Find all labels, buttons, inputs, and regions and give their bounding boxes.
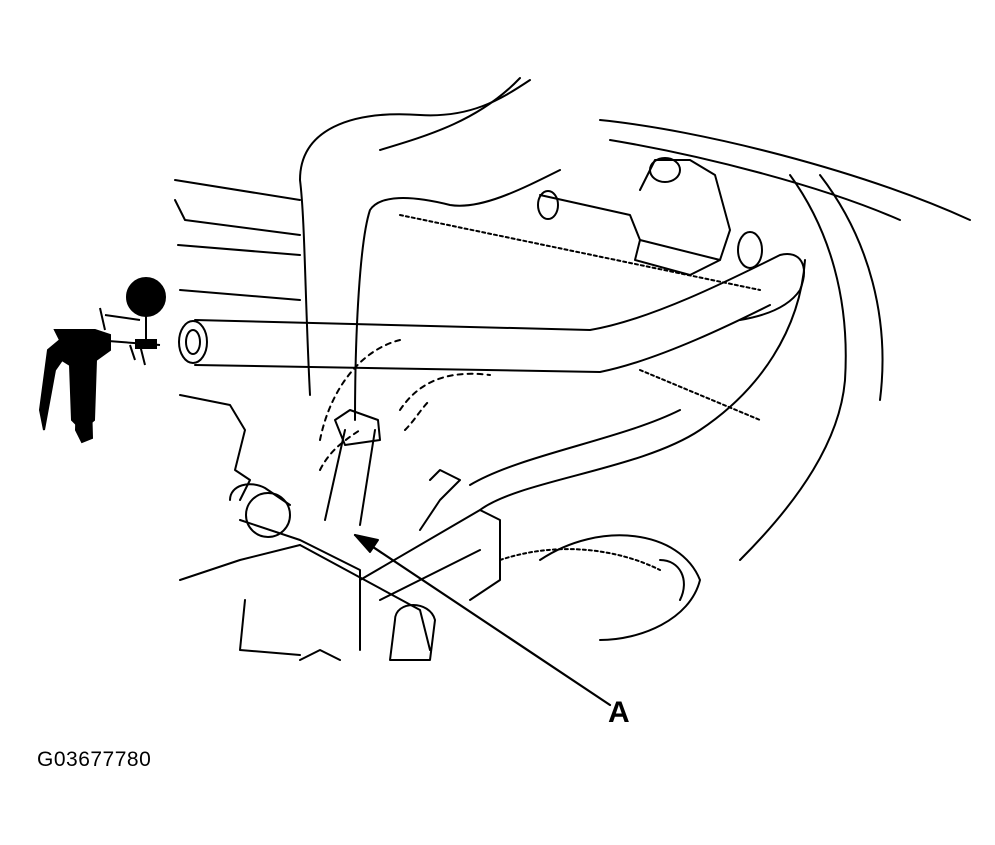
valve-port	[738, 232, 762, 268]
body-panel-outline	[380, 78, 970, 220]
vacuum-pump-tool	[40, 278, 165, 442]
vacuum-gauge-dial	[127, 278, 165, 316]
hidden-hose-dashed	[320, 340, 490, 470]
valve-inlet	[538, 191, 558, 219]
vertical-hose	[300, 80, 560, 420]
hose-open-end	[179, 321, 207, 363]
lower-engine-outline	[180, 545, 340, 660]
callout-arrowhead	[355, 535, 378, 552]
main-vacuum-hose	[195, 254, 804, 372]
serrated-belt-lower	[500, 549, 660, 570]
port-fitting	[325, 410, 380, 525]
lower-hose	[470, 260, 805, 510]
vacuum-pump-body	[40, 330, 110, 430]
callout-label-a: A	[608, 696, 630, 729]
pulley-housing	[540, 535, 700, 640]
manifold-flange	[390, 605, 435, 660]
check-valve	[540, 160, 730, 275]
hose-open-end-inner	[186, 330, 200, 354]
figure-id: G03677780	[37, 748, 152, 771]
vacuum-pump-coupler	[136, 340, 156, 348]
serrated-belt-upper	[400, 215, 760, 290]
valve-cap	[650, 158, 680, 182]
callout-leader-line	[355, 535, 610, 705]
vacuum-pump-nozzle	[95, 308, 160, 365]
vacuum-pump-grip	[76, 360, 92, 442]
serrated-belt-middle	[640, 370, 760, 420]
engine-block-outline	[175, 180, 300, 500]
manifold-boss	[246, 493, 290, 537]
manifold-body	[230, 470, 500, 650]
right-frame-outline	[740, 175, 883, 560]
